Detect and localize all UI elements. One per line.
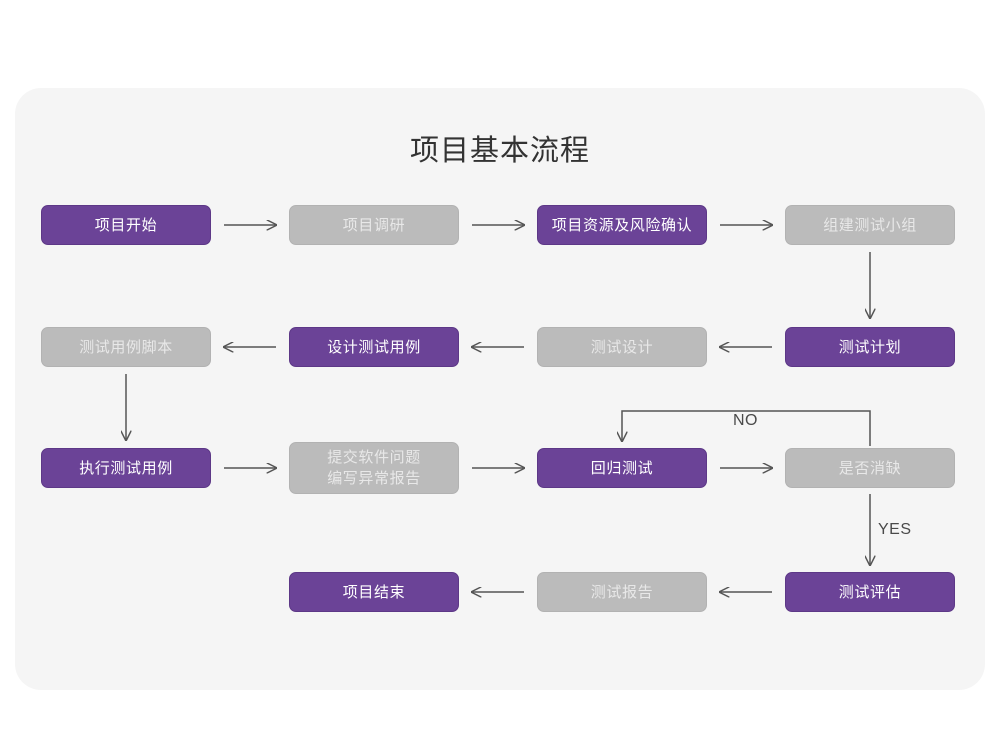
node-test-evaluation[interactable]: 测试评估 [785, 572, 955, 612]
node-execute-test-case[interactable]: 执行测试用例 [41, 448, 211, 488]
node-project-start[interactable]: 项目开始 [41, 205, 211, 245]
node-design-test-case[interactable]: 设计测试用例 [289, 327, 459, 367]
node-submit-issue-report[interactable]: 提交软件问题 编写异常报告 [289, 442, 459, 494]
edge-label-no: NO [733, 412, 758, 429]
edge-label-yes: YES [878, 521, 912, 538]
node-build-test-team[interactable]: 组建测试小组 [785, 205, 955, 245]
node-test-plan[interactable]: 测试计划 [785, 327, 955, 367]
node-test-report[interactable]: 测试报告 [537, 572, 707, 612]
node-defect-resolved-decision[interactable]: 是否消缺 [785, 448, 955, 488]
node-regression-test[interactable]: 回归测试 [537, 448, 707, 488]
page-title: 项目基本流程 [409, 135, 590, 167]
node-project-research[interactable]: 项目调研 [289, 205, 459, 245]
node-test-design[interactable]: 测试设计 [537, 327, 707, 367]
node-resource-risk-confirm[interactable]: 项目资源及风险确认 [537, 205, 707, 245]
node-test-case-script[interactable]: 测试用例脚本 [41, 327, 211, 367]
node-project-end[interactable]: 项目结束 [289, 572, 459, 612]
arrow-no-loop [622, 410, 871, 446]
